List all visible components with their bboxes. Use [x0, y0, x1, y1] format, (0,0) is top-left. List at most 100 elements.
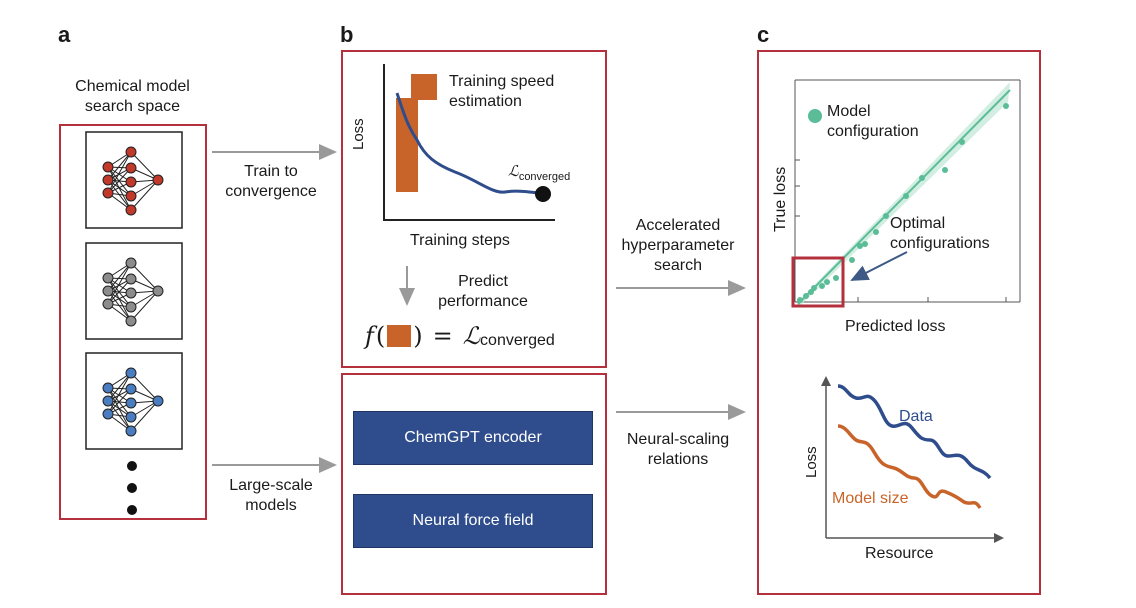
accelerated-label-line3: search [653, 257, 703, 274]
train-label: Train to convergence [206, 162, 336, 202]
network-edge [107, 167, 132, 194]
ellipsis-dot [127, 461, 137, 471]
panel-letter-c: c [757, 22, 770, 47]
optimal-pointer-arrow [850, 251, 908, 281]
network-node [102, 285, 114, 297]
training-speed-region [396, 98, 418, 192]
network-edge [107, 372, 132, 402]
network-edge [107, 388, 132, 415]
converged-loss-subscript: converged [518, 171, 571, 183]
formula-function: f [365, 322, 374, 350]
network-node [102, 382, 114, 394]
formula-equals: = [432, 322, 453, 350]
model-size-scaling-curve [837, 424, 982, 509]
train-label-line2: convergence [225, 183, 317, 200]
network-node [102, 174, 114, 186]
training-steps-label: Training steps [410, 232, 510, 249]
network-edge [107, 262, 132, 292]
scatter-point [833, 275, 839, 281]
converged-loss-label: ℒconverged [508, 162, 570, 183]
panel-b-upper-box [341, 50, 607, 368]
loss-axis-label: Loss [350, 118, 367, 150]
predict-label-line2: performance [438, 293, 528, 310]
resource-axis-label: Resource [865, 545, 934, 562]
predict-performance-label: Predict performance [418, 272, 548, 312]
network-node [102, 395, 114, 407]
network-node [102, 272, 114, 284]
scatter-plot [791, 79, 1021, 308]
training-speed-legend-line1: Training speed [449, 73, 555, 90]
scaling-x-arrowhead [994, 533, 1004, 543]
formula-open-paren: ( [375, 322, 386, 350]
network-node [125, 190, 137, 202]
optimal-config-label-line1: Optimal [890, 215, 946, 232]
optimal-config-label-line2: configurations [890, 235, 990, 252]
network-node [125, 367, 137, 379]
predicted-loss-axis-label: Predicted loss [845, 318, 946, 335]
network-edge [107, 151, 132, 194]
scatter-point [959, 139, 965, 145]
panel-letter-b: b [340, 22, 354, 47]
search-space-title-line1: Chemical model [75, 78, 190, 95]
network-node [152, 395, 164, 407]
optimal-region-box [791, 256, 845, 308]
more-networks-ellipsis [127, 461, 137, 515]
network-node [152, 285, 164, 297]
network-node [102, 408, 114, 420]
scatter-point [883, 213, 889, 219]
loss-curve [395, 92, 546, 196]
scatter-point [873, 229, 879, 235]
network-node [125, 273, 137, 285]
network-node [102, 298, 114, 310]
formula-loss-symbol: ℒ [462, 322, 481, 350]
network-node [125, 146, 137, 158]
network-node [102, 161, 114, 173]
search-space-title-line2: search space [84, 98, 181, 115]
scatter-point [857, 243, 863, 249]
network-edge [107, 151, 132, 181]
large-scale-label-line1: Large-scale [229, 477, 313, 494]
formula-orange-square [387, 325, 412, 347]
network-node [152, 174, 164, 186]
scaling-loss-axis-label: Loss [803, 446, 820, 478]
network-edge [130, 262, 159, 292]
scatter-point [942, 167, 948, 173]
model-size-series-label: Model size [832, 490, 909, 507]
scatter-point [862, 241, 868, 247]
legend-swatch-orange [411, 74, 437, 100]
network-edge [107, 262, 132, 305]
neural-scaling-label-line2: relations [647, 451, 709, 468]
converged-point [535, 186, 551, 202]
large-scale-label: Large-scale models [206, 476, 336, 516]
network-edge [130, 290, 159, 322]
accelerated-label: Accelerated hyperparameter search [608, 216, 748, 276]
training-speed-legend: Training speed estimation [449, 72, 554, 112]
network-node [125, 162, 137, 174]
training-loss-plot [383, 64, 555, 221]
network-edge [130, 400, 159, 432]
scatter-point [824, 279, 830, 285]
network-edge [107, 278, 132, 305]
formula-subscript: converged [480, 332, 555, 349]
training-speed-legend-line2: estimation [449, 93, 522, 110]
network-node [125, 257, 137, 269]
neural-force-field-block: Neural force field [353, 494, 593, 548]
network-edge [130, 151, 159, 181]
accelerated-label-line1: Accelerated [635, 217, 721, 234]
network-node [125, 411, 137, 423]
formula-close-paren: ) [413, 322, 423, 350]
predict-label-line1: Predict [458, 273, 508, 290]
network-edge [107, 372, 132, 415]
network-edge [130, 372, 159, 402]
search-space-title: Chemical model search space [40, 77, 225, 117]
network-node [125, 204, 137, 216]
accelerated-label-line2: hyperparameter [621, 237, 735, 254]
scaling-y-arrowhead [821, 376, 831, 386]
network-node [125, 176, 137, 188]
network-node [125, 315, 137, 327]
data-series-label: Data [899, 408, 933, 425]
scatter-point [803, 293, 809, 299]
